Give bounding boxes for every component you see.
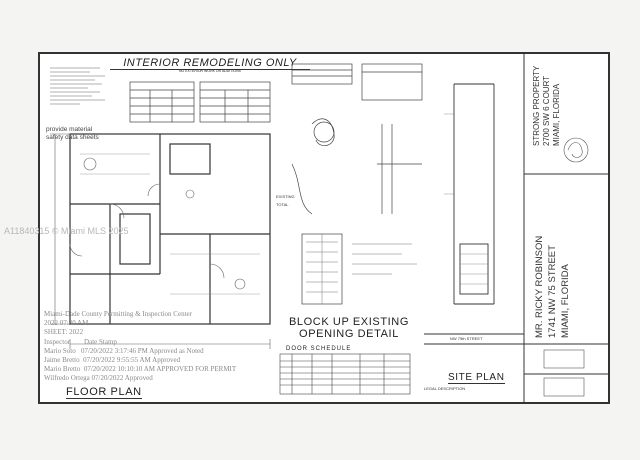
- block-up-detail-label: BLOCK UP EXISTING OPENING DETAIL: [288, 316, 410, 340]
- stamp-line: Wilfredo Ortega 07/20/2022 Approved: [44, 374, 153, 383]
- title-block-frame: [523, 54, 610, 402]
- general-notes-block: [50, 67, 105, 105]
- stamp-line: Mario Bretto 07/20/2022 10:10:10 AM APPR…: [44, 365, 237, 374]
- street-label: NW 75th STREET: [450, 336, 483, 341]
- stamp-line: Inspector Date Stamp: [44, 337, 117, 346]
- blueprint-sheet: INTERIOR REMODELING ONLY NO EXTERIOR WOR…: [38, 52, 610, 404]
- project-line: 1741 NW 75 STREET: [547, 245, 558, 338]
- spread-chart-tables: [129, 81, 271, 123]
- existing-note: EXISTING: [276, 194, 295, 199]
- legal-description-label: LEGAL DESCRIPTION: [424, 386, 466, 391]
- door-schedule-title: DOOR SCHEDULE: [286, 346, 352, 352]
- stamp-line: Mario Soto 07/20/2022 3:17:46 PM Approve…: [44, 346, 204, 355]
- stamp-line: Jaime Bretto 07/20/2022 9:55:55 AM Appro…: [44, 356, 181, 365]
- total-note: TOTAL: [276, 202, 289, 207]
- review-stamps: Miami-Dade County Permitting & Inspectio…: [44, 310, 236, 384]
- floor-plan-label: FLOOR PLAN: [66, 386, 142, 399]
- designer-line: STRONG PROPERTY: [532, 65, 541, 146]
- mls-watermark: A11840315 © Miami MLS 2025: [4, 226, 129, 236]
- stamp-line: SHEET: 2022: [44, 328, 84, 337]
- wall-section-details: [291, 63, 423, 305]
- site-plan-drawing: [424, 83, 524, 345]
- designer-line: MIAMI, FLORIDA: [552, 83, 561, 146]
- material-safety-note: provide material safety data sheets: [46, 126, 99, 141]
- project-line: MR. RICKY ROBINSON: [534, 235, 545, 338]
- sheet-title-note: NO EXTERIOR WORK OR ADDITIONS: [178, 69, 242, 73]
- door-schedule-table: [279, 353, 411, 395]
- sheet-title: INTERIOR REMODELING ONLY: [110, 57, 310, 70]
- site-plan-label: SITE PLAN: [448, 372, 505, 384]
- stamp-line: 2022 07:30 AM: [44, 319, 89, 328]
- floor-plan-drawing: [50, 133, 271, 349]
- designer-line: 2700 SW 6 COURT: [542, 75, 551, 146]
- project-line: MIAMI, FLORIDA: [560, 264, 571, 338]
- stamp-line: Miami-Dade County Permitting & Inspectio…: [44, 310, 192, 318]
